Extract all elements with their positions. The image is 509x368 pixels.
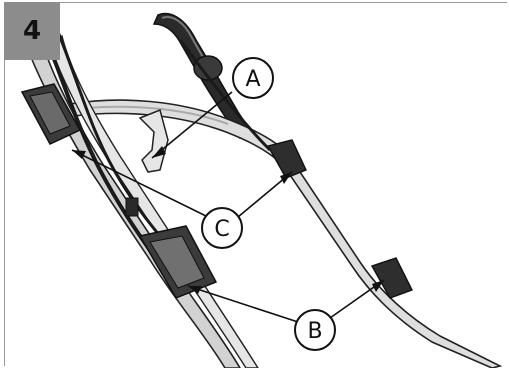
callout-b-label: B (307, 319, 322, 344)
callout-a: A (233, 58, 273, 98)
callout-b: B (295, 310, 335, 350)
cable-tie (126, 198, 138, 216)
callout-c: C (202, 208, 242, 248)
crossbar-clip-upper (268, 140, 306, 178)
callout-a-label: A (245, 67, 260, 92)
step-number: 4 (23, 16, 41, 46)
callout-c-label: C (214, 217, 229, 242)
step-number-badge: 4 (4, 2, 60, 60)
